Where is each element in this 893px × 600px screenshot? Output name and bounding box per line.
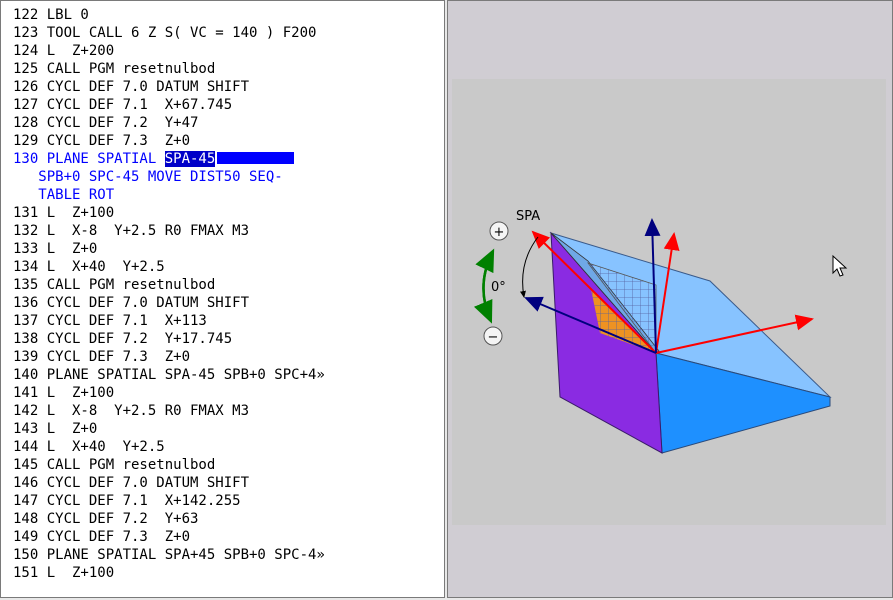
input-cursor-field[interactable] <box>217 152 295 164</box>
program-line[interactable]: 122 LBL 0 <box>13 6 444 24</box>
program-line-text: 135 CALL PGM resetnulbod <box>13 277 216 293</box>
program-line[interactable]: 127 CYCL DEF 7.1 X+67.745 <box>13 96 444 114</box>
program-line-text: 140 PLANE SPATIAL SPA-45 SPB+0 SPC+4» <box>13 367 325 383</box>
program-line[interactable]: 128 CYCL DEF 7.2 Y+47 <box>13 114 444 132</box>
axis-red-right <box>655 314 814 354</box>
program-line[interactable]: 140 PLANE SPATIAL SPA-45 SPB+0 SPC+4» <box>13 366 444 384</box>
axis-label-spa: SPA <box>516 209 540 224</box>
program-line-text: 147 CYCL DEF 7.1 X+142.255 <box>13 493 241 509</box>
program-line-text: 141 L Z+100 <box>13 385 115 401</box>
grid-plane <box>586 262 657 355</box>
program-line[interactable]: 135 CALL PGM resetnulbod <box>13 276 444 294</box>
program-line-text: 150 PLANE SPATIAL SPA+45 SPB+0 SPC-4» <box>13 547 325 563</box>
program-line[interactable]: 126 CYCL DEF 7.0 DATUM SHIFT <box>13 78 444 96</box>
program-line[interactable]: 148 CYCL DEF 7.2 Y+63 <box>13 510 444 528</box>
program-line-text: 144 L X+40 Y+2.5 <box>13 439 165 455</box>
program-line-text: TABLE ROT <box>13 187 115 203</box>
program-line[interactable]: 130 PLANE SPATIAL SPA-45 <box>13 150 444 168</box>
program-line-text: 122 LBL 0 <box>13 7 89 23</box>
program-line[interactable]: 123 TOOL CALL 6 Z S( VC = 140 ) F200 <box>13 24 444 42</box>
program-line-text: 134 L X+40 Y+2.5 <box>13 259 165 275</box>
program-line-text: 125 CALL PGM resetnulbod <box>13 61 216 77</box>
tilt-diagram: SPA 0° + − <box>473 209 848 454</box>
program-line[interactable]: SPB+0 SPC-45 MOVE DIST50 SEQ- <box>13 168 444 186</box>
program-line-text: 128 CYCL DEF 7.2 Y+47 <box>13 115 199 131</box>
program-line[interactable]: 144 L X+40 Y+2.5 <box>13 438 444 456</box>
program-line-text: 127 CYCL DEF 7.1 X+67.745 <box>13 97 233 113</box>
increase-angle-button[interactable]: + <box>489 221 509 241</box>
program-line[interactable]: 149 CYCL DEF 7.3 Z+0 <box>13 528 444 546</box>
axis-red-left <box>531 230 657 354</box>
program-line[interactable]: 124 L Z+200 <box>13 42 444 60</box>
program-line-text: 124 L Z+200 <box>13 43 115 59</box>
tilt-plane-preview: SPA 0° + − <box>447 0 893 598</box>
program-line[interactable]: 134 L X+40 Y+2.5 <box>13 258 444 276</box>
program-line-text: 142 L X-8 Y+2.5 R0 FMAX M3 <box>13 403 250 419</box>
program-line[interactable]: 151 L Z+100 <box>13 564 444 582</box>
program-line[interactable]: 147 CYCL DEF 7.1 X+142.255 <box>13 492 444 510</box>
axis-red-up <box>655 232 680 354</box>
program-line-text: 129 CYCL DEF 7.3 Z+0 <box>13 133 191 149</box>
program-line-text: 146 CYCL DEF 7.0 DATUM SHIFT <box>13 475 250 491</box>
program-line[interactable]: 143 L Z+0 <box>13 420 444 438</box>
mouse-cursor-icon <box>832 254 848 277</box>
angle-value: 0° <box>491 280 506 295</box>
nc-program-editor[interactable]: 122 LBL 0 123 TOOL CALL 6 Z S( VC = 140 )… <box>0 0 445 598</box>
program-line-text: 131 L Z+100 <box>13 205 115 221</box>
program-line-text: 126 CYCL DEF 7.0 DATUM SHIFT <box>13 79 250 95</box>
program-line[interactable]: 139 CYCL DEF 7.3 Z+0 <box>13 348 444 366</box>
program-line-text: 138 CYCL DEF 7.2 Y+17.745 <box>13 331 233 347</box>
program-line[interactable]: 133 L Z+0 <box>13 240 444 258</box>
program-line[interactable]: TABLE ROT <box>13 186 444 204</box>
program-line[interactable]: 141 L Z+100 <box>13 384 444 402</box>
program-line[interactable]: 125 CALL PGM resetnulbod <box>13 60 444 78</box>
program-line[interactable]: 137 CYCL DEF 7.1 X+113 <box>13 312 444 330</box>
program-line-text: SPB+0 SPC-45 MOVE DIST50 SEQ- <box>13 169 283 185</box>
minus-icon: − <box>488 330 499 345</box>
program-line[interactable]: 150 PLANE SPATIAL SPA+45 SPB+0 SPC-4» <box>13 546 444 564</box>
program-line[interactable]: 132 L X-8 Y+2.5 R0 FMAX M3 <box>13 222 444 240</box>
program-line-text: 136 CYCL DEF 7.0 DATUM SHIFT <box>13 295 250 311</box>
program-line-text: 149 CYCL DEF 7.3 Z+0 <box>13 529 191 545</box>
program-line[interactable]: 136 CYCL DEF 7.0 DATUM SHIFT <box>13 294 444 312</box>
program-line-text: 139 CYCL DEF 7.3 Z+0 <box>13 349 191 365</box>
working-plane <box>550 232 660 354</box>
program-line-text: 130 PLANE SPATIAL <box>13 151 165 167</box>
program-line[interactable]: 142 L X-8 Y+2.5 R0 FMAX M3 <box>13 402 444 420</box>
decrease-angle-button[interactable]: − <box>483 326 503 346</box>
program-line-text: 123 TOOL CALL 6 Z S( VC = 140 ) F200 <box>13 25 317 41</box>
program-line[interactable]: 131 L Z+100 <box>13 204 444 222</box>
program-line-text: 148 CYCL DEF 7.2 Y+63 <box>13 511 199 527</box>
program-line[interactable]: 145 CALL PGM resetnulbod <box>13 456 444 474</box>
program-line[interactable]: 138 CYCL DEF 7.2 Y+17.745 <box>13 330 444 348</box>
program-lines: 122 LBL 0 123 TOOL CALL 6 Z S( VC = 140 )… <box>13 6 444 582</box>
program-line-text: 151 L Z+100 <box>13 565 115 581</box>
program-line-text: 145 CALL PGM resetnulbod <box>13 457 216 473</box>
program-line-text: 137 CYCL DEF 7.1 X+113 <box>13 313 207 329</box>
selected-parameter[interactable]: SPA-45 <box>164 151 216 167</box>
program-line-text: 143 L Z+0 <box>13 421 98 437</box>
axis-blue-left <box>524 296 657 354</box>
program-line-text: 132 L X-8 Y+2.5 R0 FMAX M3 <box>13 223 250 239</box>
program-line-text: 133 L Z+0 <box>13 241 98 257</box>
plus-icon: + <box>494 225 505 240</box>
angle-arc <box>520 236 539 298</box>
program-line[interactable]: 129 CYCL DEF 7.3 Z+0 <box>13 132 444 150</box>
program-line[interactable]: 146 CYCL DEF 7.0 DATUM SHIFT <box>13 474 444 492</box>
axis-blue-up <box>644 218 661 354</box>
